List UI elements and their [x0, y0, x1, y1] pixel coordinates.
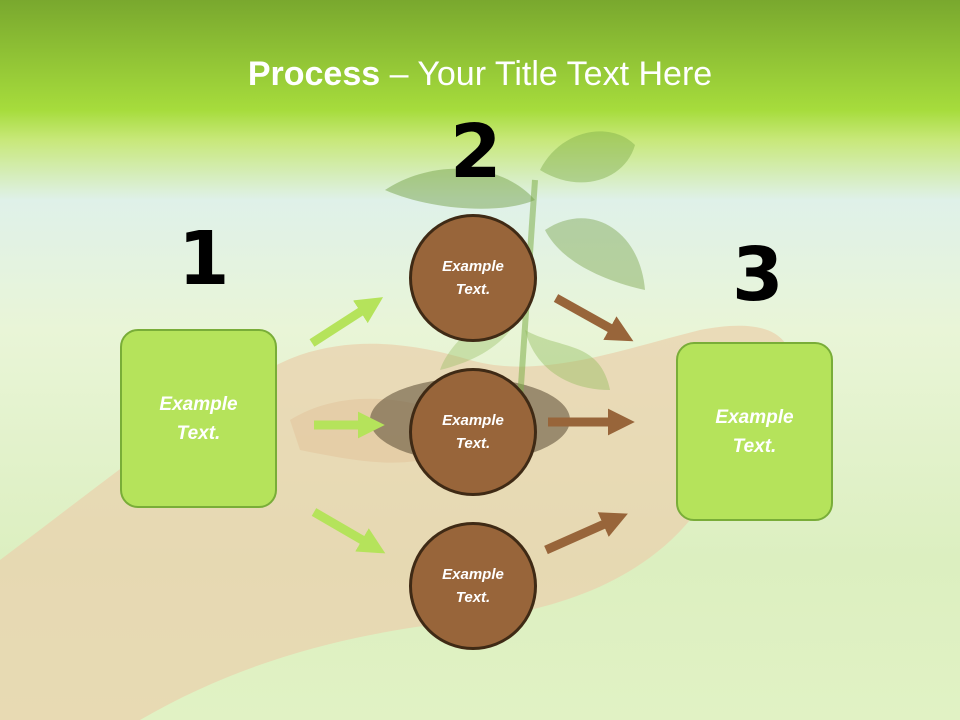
- step-number-3: 3: [732, 232, 784, 318]
- slide-title-rest: – Your Title Text Here: [380, 55, 713, 93]
- circle-step-bottom: Example Text.: [409, 522, 537, 650]
- circle-step-bottom-text: Example Text.: [442, 566, 504, 606]
- step-number-1: 1: [178, 216, 230, 302]
- leaf-shape: [545, 218, 645, 290]
- right-step-box: Example Text.: [676, 342, 833, 521]
- circle-step-top-text: Example Text.: [442, 258, 504, 298]
- step-number-2: 2: [450, 109, 502, 195]
- arrow-to-circle-bottom: [311, 508, 386, 554]
- arrow-from-circle-top: [553, 294, 634, 342]
- circle-step-middle: Example Text.: [409, 368, 537, 496]
- arrow-from-circle-bottom: [544, 512, 628, 555]
- arrow-to-circle-top: [309, 297, 384, 347]
- slide-title-bold: Process: [247, 55, 381, 93]
- leaf-shape: [385, 168, 535, 209]
- right-step-box-text: Example Text.: [715, 406, 794, 457]
- circle-step-middle-text: Example Text.: [442, 412, 504, 452]
- leaf-shape: [525, 330, 610, 390]
- circle-step-top: Example Text.: [409, 214, 537, 342]
- left-step-box-text: Example Text.: [159, 393, 238, 444]
- leaf-shape: [540, 131, 635, 183]
- left-step-box: Example Text.: [120, 329, 277, 508]
- slide-title: Process – Your Title Text Here: [0, 52, 960, 96]
